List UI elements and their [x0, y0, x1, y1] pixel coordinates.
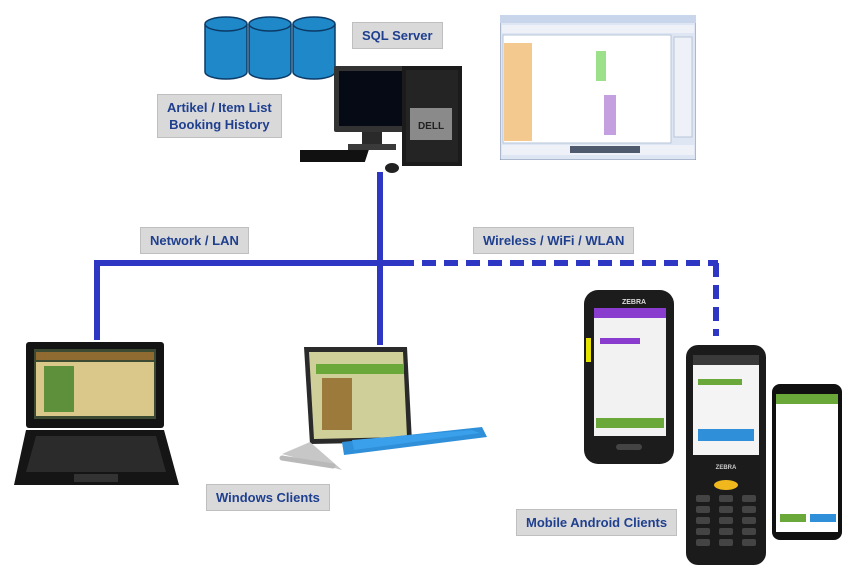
zebra-brand-text: ZEBRA	[622, 299, 646, 306]
database-icon	[204, 16, 336, 80]
zebra-phone-icon: ZEBRA	[584, 290, 674, 464]
zebra-handheld-icon: ZEBRA	[686, 345, 766, 565]
label-mobile-clients: Mobile Android Clients	[516, 509, 678, 536]
app-screenshot-window	[500, 15, 696, 160]
label-db-line2: Booking History	[169, 117, 270, 132]
label-database-contents: Artikel / Item List Booking History	[157, 94, 282, 138]
label-sql-server: SQL Server	[352, 22, 443, 49]
pc-brand: DELL	[418, 121, 444, 132]
tablet-icon	[282, 347, 487, 470]
laptop-icon	[14, 342, 179, 485]
label-network-lan: Network / LAN	[140, 227, 249, 254]
server-pc-icon: DELL	[300, 66, 462, 173]
smartphone-icon	[772, 384, 842, 540]
label-wireless: Wireless / WiFi / WLAN	[473, 227, 635, 254]
stylus-icon	[279, 455, 336, 469]
zebra-handheld-brand: ZEBRA	[716, 465, 737, 471]
label-db-line1: Artikel / Item List	[167, 100, 272, 115]
label-windows-clients: Windows Clients	[206, 484, 330, 511]
